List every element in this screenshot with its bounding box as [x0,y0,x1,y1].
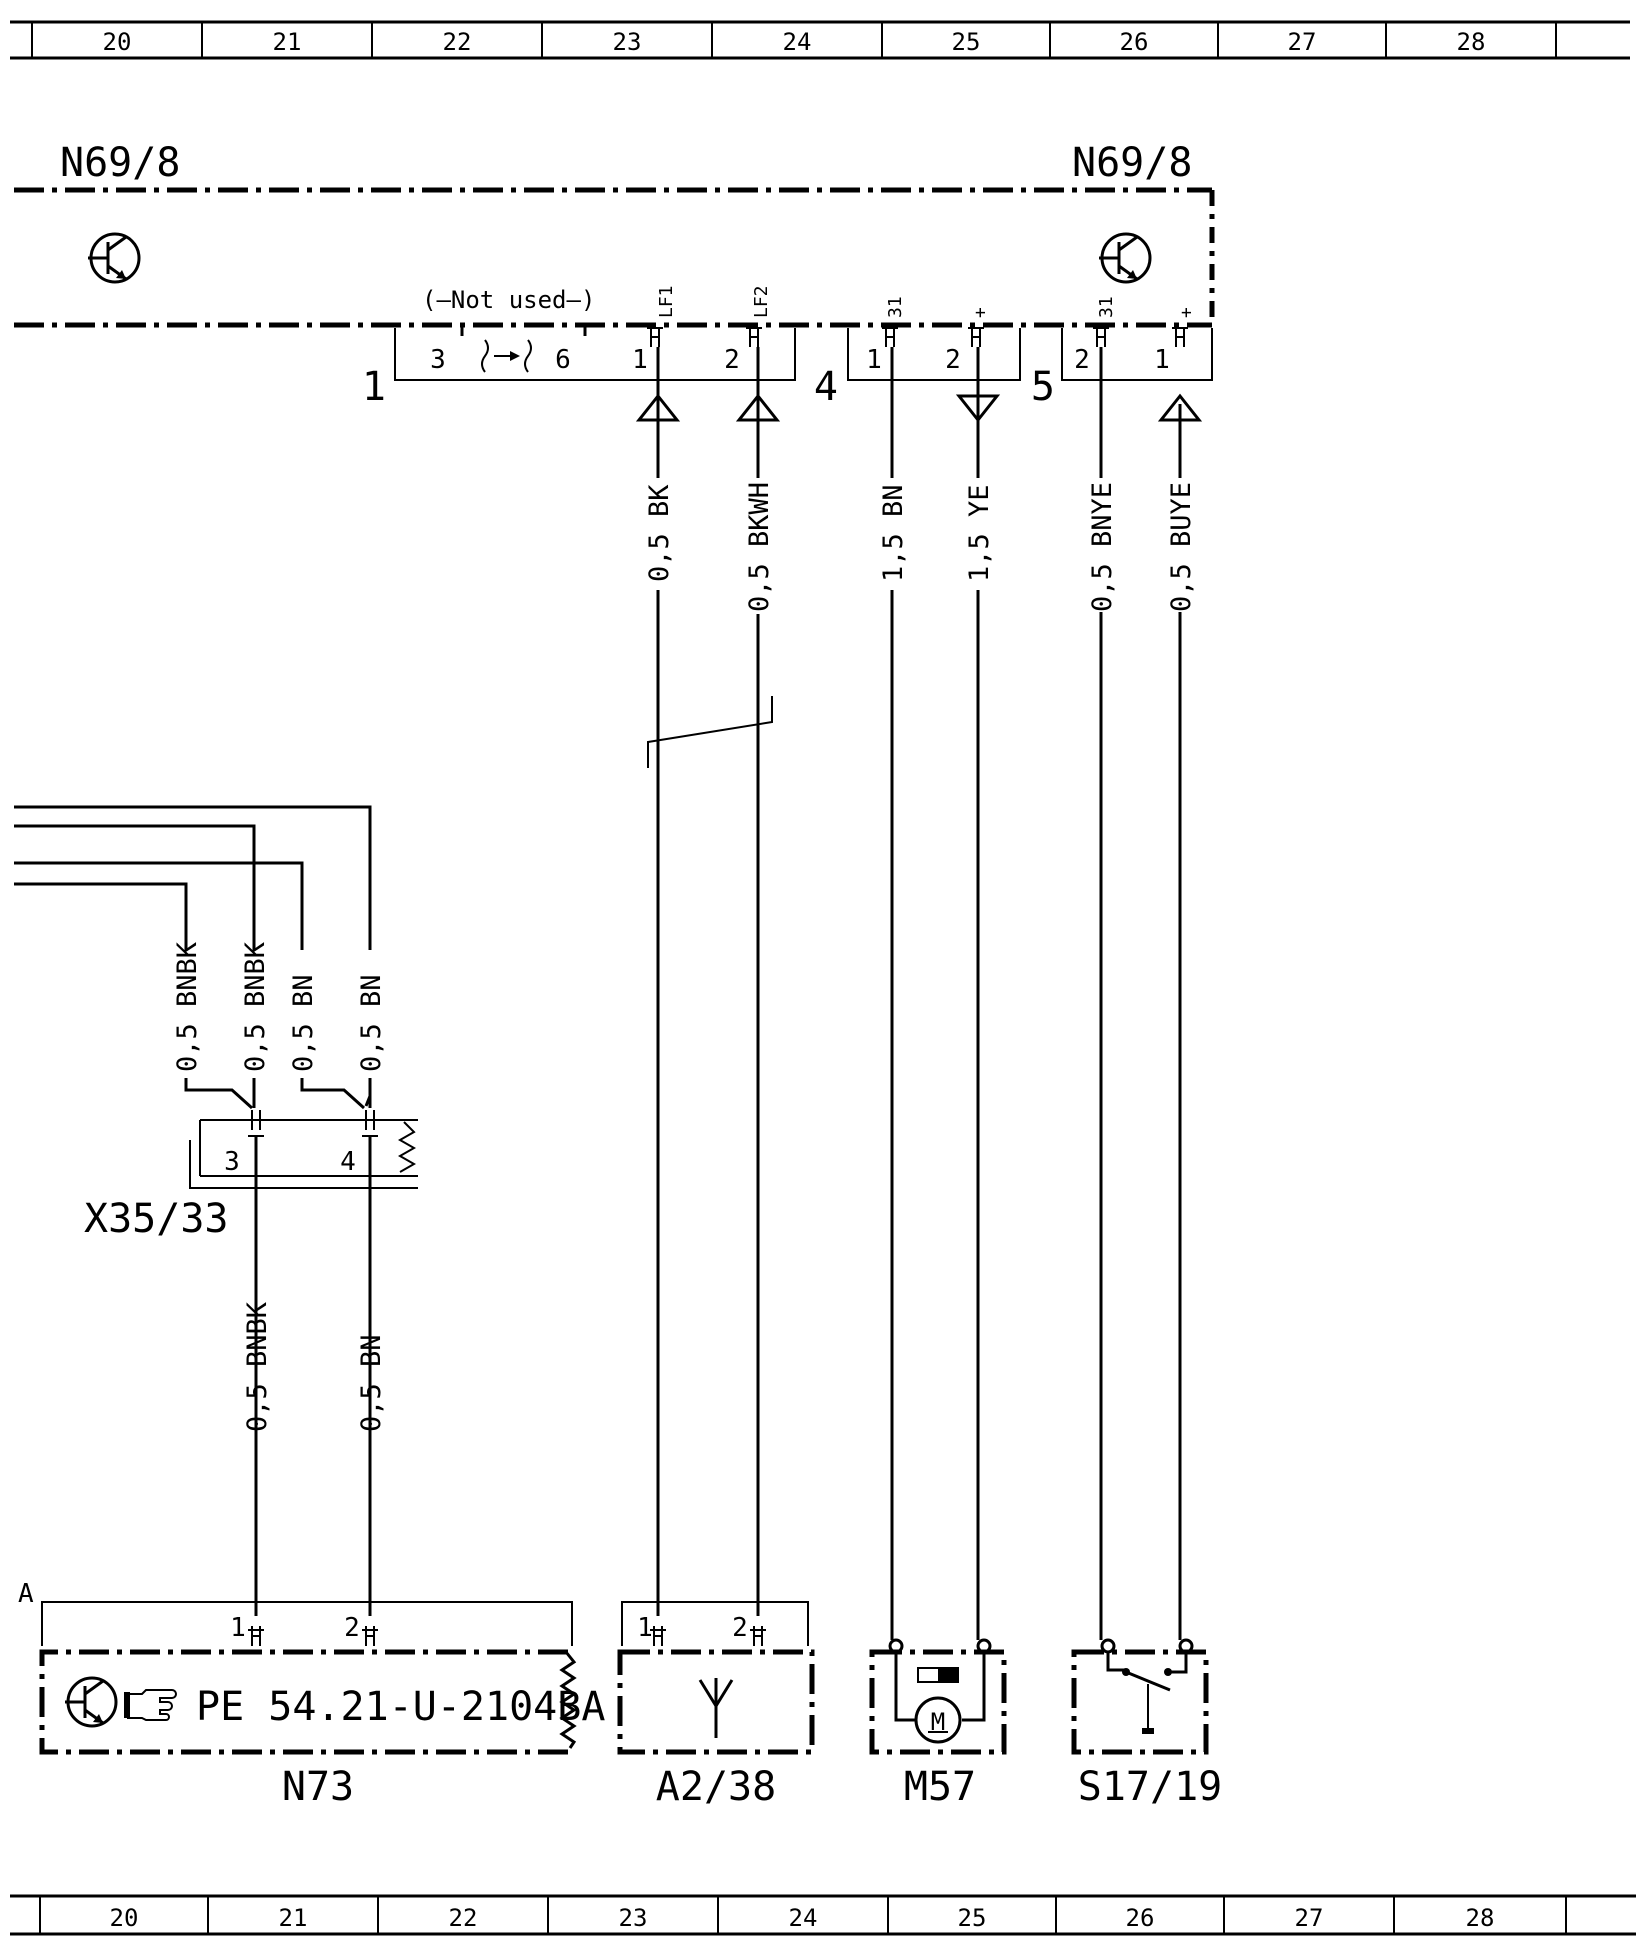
wire-label: 0,5 BN [288,974,319,1072]
pin-label: 1 [230,1613,246,1643]
antenna-icon [698,1678,734,1738]
connector-label-a: A [18,1579,34,1609]
component-label-m57: M57 [904,1764,976,1810]
wire-labels-lower: 0,5 BNBK 0,5 BN [242,1301,387,1432]
pin-label: 2 [1074,345,1090,375]
grid-strip-bottom: 20 21 22 23 24 25 26 27 28 [10,1894,1636,1936]
wires-upper [647,347,1182,1640]
wire-labels-left: 0,5 BNBK 0,5 BNBK 0,5 BN 0,5 BN [172,941,387,1072]
grid-label: 22 [449,1904,478,1932]
grid-label: 24 [783,28,812,56]
wire-label: 0,5 BN [356,1334,387,1432]
grid-label: 21 [279,1904,308,1932]
pin-label: 3 [430,345,446,375]
n73-component: A 1 2 PE 54.21-U-2104BA N73 [18,1579,605,1810]
pin-label: 3 [224,1147,240,1177]
connector-4-housing: 4 1 2 31 + [814,296,1021,410]
wires-left [14,805,372,1110]
pin-name: LF2 [751,285,772,318]
reference-note: PE 54.21-U-2104BA [196,1684,605,1730]
pin-label: 1 [1154,345,1170,375]
transistor-icon [1099,232,1152,284]
pin-name: + [970,307,991,318]
component-label-s17-19: S17/19 [1078,1764,1223,1810]
grid-label: 26 [1120,28,1149,56]
pin-name: 31 [1096,296,1117,318]
direction-arrows [635,384,1203,432]
pointing-hand-icon [124,1689,177,1721]
grid-label: 23 [619,1904,648,1932]
grid-label: 23 [613,28,642,56]
grid-label: 25 [958,1904,987,1932]
component-label-n69-8: N69/8 [1072,140,1192,186]
grid-label: 27 [1288,28,1317,56]
connector-5-housing: 5 2 1 31 + [1031,296,1213,410]
wire-label: 1,5 YE [964,484,995,582]
component-label-x35-33: X35/33 [84,1196,229,1242]
m57-component: M M57 [869,1638,1007,1810]
wire-label: 0,5 BN [356,974,387,1072]
connector-label-1: 1 [362,364,386,410]
a2-38-component: 1 2 A2/38 [617,1601,815,1810]
grid-strip-top: 20 21 22 23 24 25 26 27 28 [10,20,1630,60]
wire-label: 0,5 BNBK [172,941,203,1072]
bridge-symbol [481,339,532,373]
pin-label: 6 [555,345,571,375]
pin-label: 2 [732,1613,748,1643]
grid-label: 25 [952,28,981,56]
pin-label: 2 [945,345,961,375]
s17-19-component: S17/19 [1071,1638,1223,1810]
wire-label: 0,5 BKWH [744,482,775,612]
pin-label: 1 [866,345,882,375]
transistor-icon [88,232,141,284]
motor-icon: M [914,1667,962,1744]
connector-symbol [647,327,1188,347]
pin-label: 2 [724,345,740,375]
wire-label: 0,5 BK [644,484,675,582]
wire-label: 1,5 BN [878,484,909,582]
connector-label-4: 4 [814,364,838,410]
pin-label: 1 [637,1613,653,1643]
grid-label: 22 [443,28,472,56]
pin-label: 4 [340,1147,356,1177]
pin-label: 1 [632,345,648,375]
pin-label: 2 [344,1613,360,1643]
wire-label: 0,5 BUYE [1166,482,1197,612]
switch-icon [1106,1652,1188,1734]
grid-label: 28 [1457,28,1486,56]
grid-label: 27 [1295,1904,1324,1932]
component-label-n73: N73 [282,1764,354,1810]
grid-label: 20 [110,1904,139,1932]
grid-label: 28 [1466,1904,1495,1932]
pin-name: LF1 [656,285,677,318]
wire-label: 0,5 BNYE [1087,482,1118,612]
svg-text:M: M [931,1708,945,1736]
component-label-n69-8: N69/8 [60,140,180,186]
not-used-note: (—Not used—) [422,286,595,314]
n69-8-control-unit: N69/8 N69/8 (—Not used—) [14,140,1215,328]
wire-labels-upper: 0,5 BK 0,5 BKWH 1,5 BN 1,5 YE 0,5 BNYE 0… [644,482,1197,612]
transistor-icon [65,1676,118,1728]
pin-name: 31 [885,296,906,318]
grid-label: 26 [1126,1904,1155,1932]
connector-label-5: 5 [1031,364,1055,410]
grid-label: 20 [103,28,132,56]
grid-label: 24 [789,1904,818,1932]
wire-label: 0,5 BNBK [242,1301,273,1432]
pin-name: + [1176,307,1197,318]
component-label-a2-38: A2/38 [656,1764,776,1810]
wire-label: 0,5 BNBK [240,941,271,1072]
connector-1-housing: 1 3 6 1 2 LF1 LF2 [362,285,796,410]
x35-33-connector: 3 4 X35/33 [84,1110,418,1616]
grid-label: 21 [273,28,302,56]
